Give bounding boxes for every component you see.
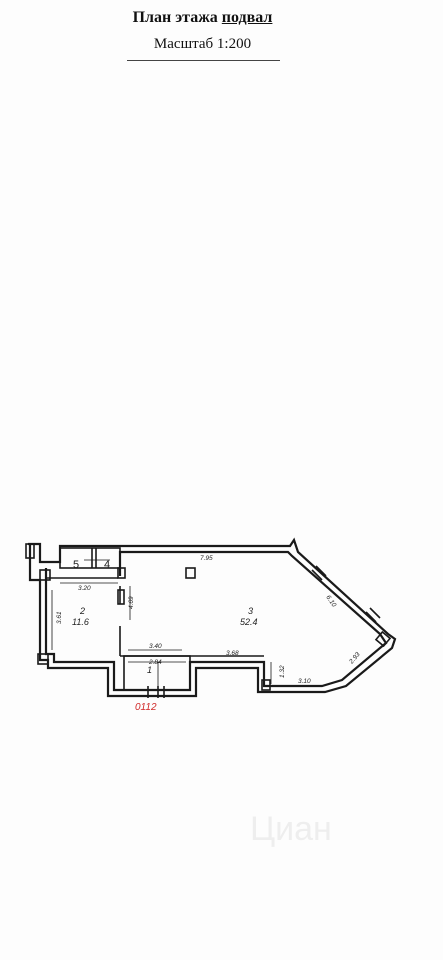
dim-3-40: 3.40: [149, 643, 162, 650]
plan-title: План этажа подвал: [0, 9, 405, 27]
room-3-area: 52.4: [240, 617, 258, 627]
room-2-area: 11.6: [72, 617, 89, 627]
interior-walls: [25, 543, 392, 698]
plan-scale: Масштаб 1:200: [153, 36, 252, 52]
room-5-number: 5: [73, 559, 79, 571]
dim-3-61: 3.61: [56, 611, 63, 624]
dim-3-68: 3.68: [226, 650, 239, 657]
watermark-text: Циан: [250, 810, 332, 848]
room-3-number: 3: [248, 606, 253, 616]
dim-3-10: 3.10: [298, 678, 311, 685]
room-2-number: 2: [79, 606, 85, 616]
room-4-number: 4: [104, 559, 110, 571]
dim-1-32: 1.32: [279, 665, 286, 678]
dim-6-10: 6.10: [324, 594, 337, 609]
dimension-lines: [51, 559, 272, 686]
dim-7-95: 7.95: [200, 555, 213, 562]
plan-title-prefix: План этажа: [132, 9, 218, 26]
plan-title-floor: подвал: [221, 9, 273, 26]
dim-4-69: 4.69: [128, 596, 135, 609]
inventory-number: 0112: [135, 702, 157, 713]
dim-3-20: 3.20: [78, 585, 91, 592]
title-underline: [127, 60, 280, 61]
dim-2-84: 2.84: [148, 659, 162, 666]
room-1-number: 1: [147, 665, 152, 675]
